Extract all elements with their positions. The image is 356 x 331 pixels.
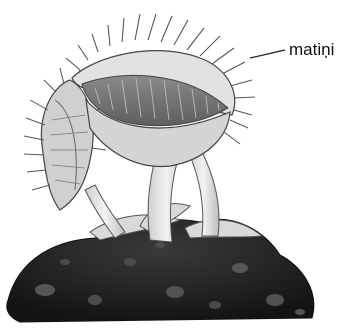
label-leader-line <box>250 50 285 58</box>
large-open-trap <box>66 14 255 167</box>
cilia-label: matiņi <box>289 40 334 59</box>
